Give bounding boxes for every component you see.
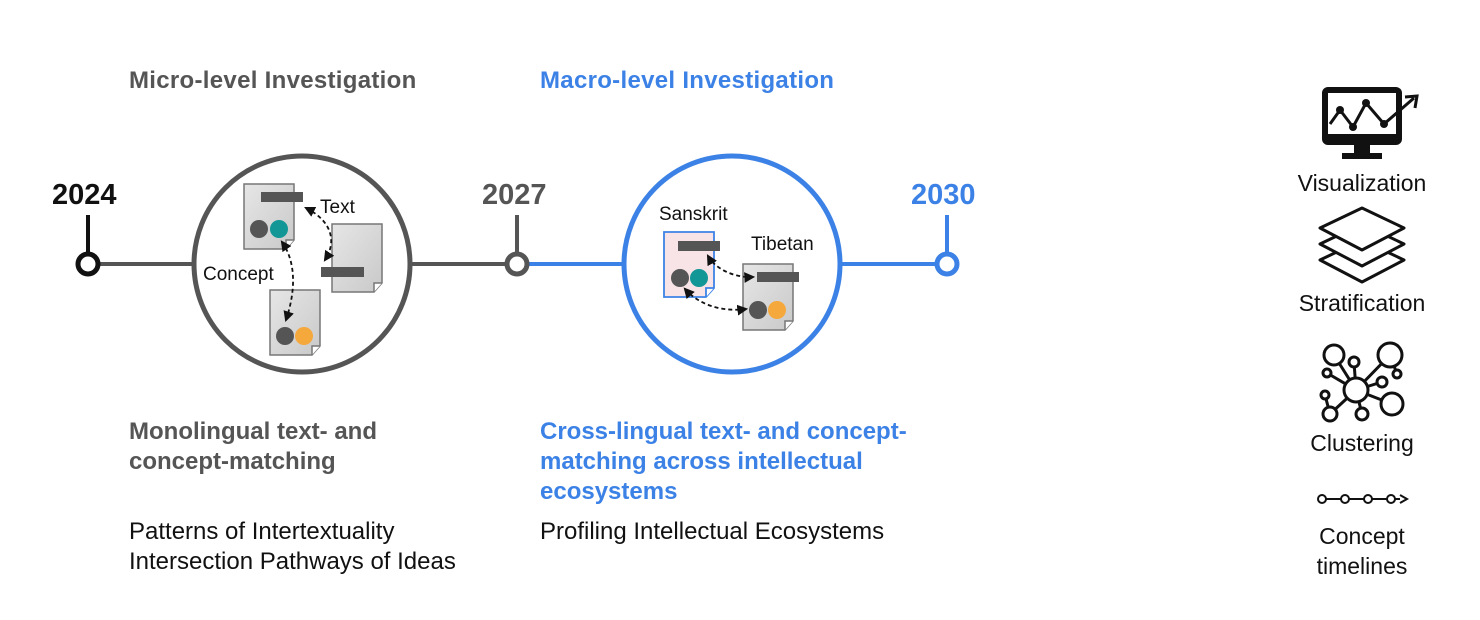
- document-icon: [321, 223, 383, 293]
- macro-circle: [621, 153, 843, 375]
- macro-goal-line: ecosystems: [540, 478, 678, 505]
- outcome-item: Patterns of Intertextuality: [129, 518, 395, 545]
- year-mid: 2027: [482, 179, 547, 211]
- text-match-arrow: [304, 207, 335, 262]
- year-end: 2030: [911, 179, 976, 211]
- macro-phase-title: Macro-level Investigation: [540, 67, 835, 94]
- text-label: Text: [320, 197, 355, 218]
- macro-goal-line: Cross-lingual text- and concept-: [540, 418, 907, 445]
- micro-goal-line: concept-matching: [129, 448, 336, 475]
- node-2030: [934, 251, 960, 277]
- method-label-line: Concept: [1319, 523, 1405, 549]
- sanskrit-label: Sanskrit: [659, 204, 728, 225]
- document-icon: [269, 289, 321, 356]
- method-label-line: timelines: [1316, 553, 1408, 579]
- method-label-visualization: Visualization: [1297, 170, 1427, 196]
- concept-label: Concept: [203, 264, 274, 285]
- method-label-concept-timelines: Concept timelines: [1262, 521, 1462, 581]
- macro-goal: Cross-lingual text- and concept- matchin…: [540, 417, 907, 507]
- method-label-clustering: Clustering: [1310, 430, 1414, 456]
- macro-outcomes: Profiling Intellectual Ecosystems: [540, 517, 884, 547]
- year-start: 2024: [52, 179, 117, 211]
- sanskrit-document-icon: [663, 231, 720, 298]
- macro-goal-line: matching across intellectual: [540, 448, 863, 475]
- monitor-chart-icon: [1322, 87, 1419, 159]
- timeline-dots-icon: [1317, 494, 1410, 504]
- micro-goal: Monolingual text- and concept-matching: [129, 417, 377, 477]
- outcome-item: Profiling Intellectual Ecosystems: [540, 518, 885, 545]
- micro-goal-line: Monolingual text- and: [129, 418, 377, 445]
- layers-icon: [1318, 206, 1406, 284]
- network-cluster-icon: [1319, 341, 1405, 423]
- node-2024: [75, 251, 101, 277]
- micro-phase-title: Micro-level Investigation: [129, 67, 417, 94]
- micro-outcomes: Patterns of Intertextuality Intersection…: [129, 517, 456, 577]
- tibetan-label: Tibetan: [751, 234, 814, 255]
- concept-match-arrow: [280, 240, 294, 323]
- tibetan-document-icon: [742, 263, 799, 331]
- method-label-stratification: Stratification: [1298, 290, 1426, 316]
- node-2027: [504, 251, 530, 277]
- outcome-item: Intersection Pathways of Ideas: [129, 548, 456, 575]
- document-icon: [243, 183, 303, 250]
